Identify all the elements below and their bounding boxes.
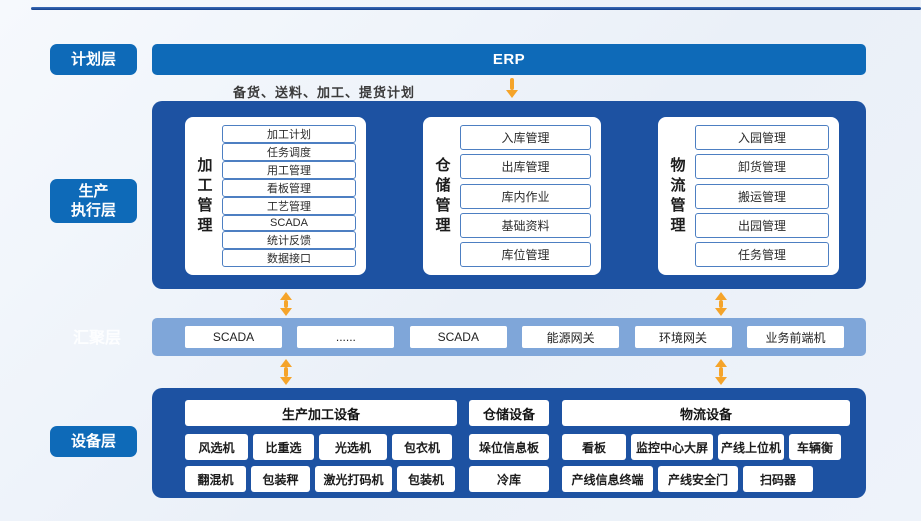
module-item: 出库管理 (460, 154, 591, 180)
device-item: 激光打码机 (315, 466, 392, 492)
device-item: 监控中心大屏 (631, 434, 713, 460)
execution-layer-panel: 加工管理 加工计划 任务调度 用工管理 看板管理 工艺管理 SCADA 统计反馈… (152, 101, 866, 289)
bidirectional-arrow-icon (714, 292, 727, 316)
module-card-warehouse: 仓储管理 入库管理 出库管理 库内作业 基础资料 库位管理 (423, 117, 601, 275)
erp-bar: ERP (152, 44, 866, 75)
arrow-shaft (509, 78, 514, 90)
layer-label-aggregation: 汇聚层 (72, 329, 121, 347)
device-row: 风选机 比重选 光选机 包衣机 (185, 434, 457, 460)
device-item: 产线上位机 (718, 434, 784, 460)
top-divider-line (31, 7, 921, 10)
arrow-head-down (714, 308, 727, 316)
arrow-head-up (714, 292, 727, 300)
layer-label-planning: 计划层 (50, 44, 137, 75)
device-group-warehouse: 仓储设备 垛位信息板 冷库 (469, 400, 549, 492)
module-item: 库内作业 (460, 183, 591, 209)
module-item: 数据接口 (222, 249, 356, 267)
layer-label-execution: 生产 执行层 (50, 179, 137, 223)
arrow-head-down (714, 377, 727, 385)
device-group-header: 仓储设备 (469, 400, 549, 426)
module-item: 用工管理 (222, 161, 356, 179)
module-item: 任务调度 (222, 143, 356, 161)
device-group-header: 生产加工设备 (185, 400, 457, 426)
gateway-node: 能源网关 (522, 326, 620, 348)
module-item: 搬运管理 (695, 183, 829, 209)
plan-note-text: 备货、送料、加工、提货计划 (233, 85, 416, 100)
device-item: 车辆衡 (789, 434, 841, 460)
module-item-list: 入园管理 卸货管理 搬运管理 出园管理 任务管理 (695, 125, 829, 267)
device-item: 光选机 (319, 434, 387, 460)
device-row: 垛位信息板 (469, 434, 549, 460)
aggregation-layer-bar: SCADA ...... SCADA 能源网关 环境网关 业务前端机 (152, 318, 866, 356)
device-group-processing: 生产加工设备 风选机 比重选 光选机 包衣机 翻混机 包装秤 激光打码机 包装机 (185, 400, 457, 492)
device-item: 比重选 (253, 434, 314, 460)
module-card-logistics: 物流管理 入园管理 卸货管理 搬运管理 出园管理 任务管理 (658, 117, 839, 275)
module-item: 统计反馈 (222, 231, 356, 249)
arrow-head-down (279, 377, 292, 385)
arrow-shaft (283, 367, 288, 377)
module-title: 物流管理 (670, 156, 686, 235)
module-item: 入库管理 (460, 125, 591, 150)
gateway-node: SCADA (185, 326, 282, 348)
module-item: SCADA (222, 215, 356, 231)
arrow-head-down (279, 308, 292, 316)
module-item-list: 入库管理 出库管理 库内作业 基础资料 库位管理 (460, 125, 591, 267)
arrow-head-down (505, 90, 518, 98)
module-title: 仓储管理 (435, 156, 451, 235)
module-item: 卸货管理 (695, 154, 829, 180)
down-arrow-icon (505, 78, 518, 98)
gateway-node: 环境网关 (634, 326, 732, 348)
device-item: 产线安全门 (658, 466, 738, 492)
module-item: 看板管理 (222, 179, 356, 197)
device-item: 垛位信息板 (469, 434, 549, 460)
device-item: 风选机 (185, 434, 248, 460)
device-group-header: 物流设备 (562, 400, 850, 426)
arrow-shaft (718, 367, 723, 377)
module-item: 库位管理 (460, 242, 591, 267)
module-card-processing: 加工管理 加工计划 任务调度 用工管理 看板管理 工艺管理 SCADA 统计反馈… (185, 117, 366, 275)
module-item: 出园管理 (695, 212, 829, 238)
device-layer-panel: 生产加工设备 风选机 比重选 光选机 包衣机 翻混机 包装秤 激光打码机 包装机… (152, 388, 866, 498)
device-item: 包衣机 (392, 434, 452, 460)
arrow-shaft (718, 300, 723, 308)
gateway-node: 业务前端机 (746, 326, 844, 348)
device-group-logistics: 物流设备 看板 监控中心大屏 产线上位机 车辆衡 产线信息终端 产线安全门 扫码… (562, 400, 850, 492)
device-item: 包装机 (397, 466, 455, 492)
module-item: 入园管理 (695, 125, 829, 150)
device-row: 冷库 (469, 466, 549, 492)
arrow-head-up (714, 359, 727, 367)
bidirectional-arrow-icon (279, 292, 292, 316)
module-item-list: 加工计划 任务调度 用工管理 看板管理 工艺管理 SCADA 统计反馈 数据接口 (222, 125, 356, 267)
module-item: 任务管理 (695, 242, 829, 267)
device-item: 产线信息终端 (562, 466, 653, 492)
bidirectional-arrow-icon (279, 359, 292, 385)
device-item: 包装秤 (251, 466, 310, 492)
module-title: 加工管理 (197, 156, 213, 235)
module-item: 加工计划 (222, 125, 356, 143)
arrow-shaft (283, 300, 288, 308)
layer-label-device: 设备层 (50, 426, 137, 457)
module-item: 工艺管理 (222, 197, 356, 215)
arrow-head-up (279, 359, 292, 367)
gateway-node: ...... (297, 326, 395, 348)
device-row: 看板 监控中心大屏 产线上位机 车辆衡 (562, 434, 850, 460)
device-row: 产线信息终端 产线安全门 扫码器 (562, 466, 850, 492)
gateway-node: SCADA (409, 326, 507, 348)
device-item: 扫码器 (743, 466, 813, 492)
device-item: 翻混机 (185, 466, 246, 492)
device-item: 看板 (562, 434, 626, 460)
device-row: 翻混机 包装秤 激光打码机 包装机 (185, 466, 457, 492)
bidirectional-arrow-icon (714, 359, 727, 385)
device-item: 冷库 (469, 466, 549, 492)
module-item: 基础资料 (460, 212, 591, 238)
arrow-head-up (279, 292, 292, 300)
